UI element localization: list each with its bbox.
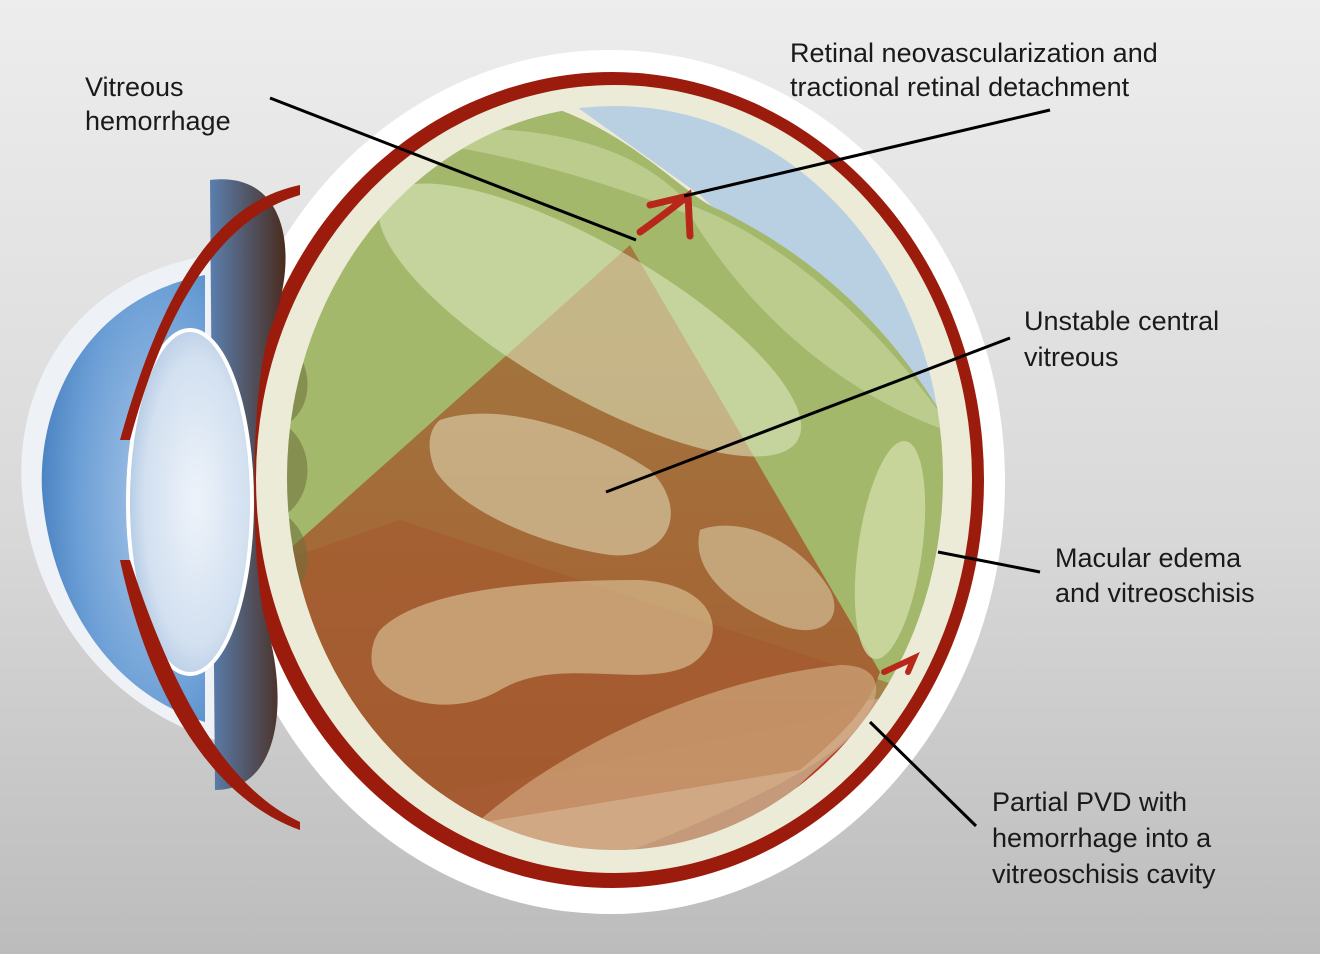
label-partial-pvd: Partial PVD with hemorrhage into a vitre…: [992, 787, 1216, 889]
label-line: and vitreoschisis: [1055, 578, 1255, 608]
label-line: Partial PVD with: [992, 787, 1187, 817]
label-line: hemorrhage into a: [992, 823, 1212, 853]
label-line: tractional retinal detachment: [790, 72, 1130, 102]
label-line: hemorrhage: [85, 106, 231, 136]
label-line: vitreous: [1024, 342, 1119, 372]
label-line: Unstable central: [1024, 306, 1219, 336]
label-line: Retinal neovascularization and: [790, 38, 1158, 68]
label-line: Vitreous: [85, 72, 184, 102]
label-line: Macular edema: [1055, 543, 1242, 573]
label-line: vitreoschisis cavity: [992, 859, 1216, 889]
